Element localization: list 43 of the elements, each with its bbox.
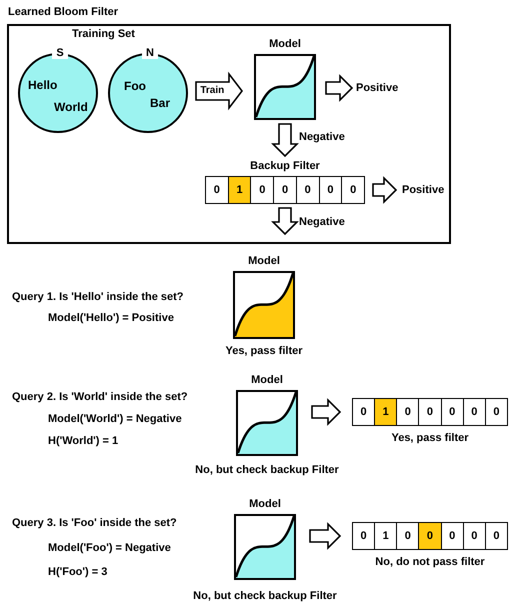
result-caption: Yes, pass filter [390,432,470,444]
result-text: Positive [402,184,444,196]
node-heading: Model [250,374,284,386]
group-heading: Training Set [72,28,135,40]
node-heading: Model [248,498,282,510]
query-text: H('World') = 1 [48,435,118,447]
bit-cell: 0 [418,523,441,549]
result-caption: No, but check backup Filter [194,464,340,476]
set-element: Bar [150,97,170,109]
query-text: Model('Hello') = Positive [48,312,174,324]
result-caption: No, but check backup Filter [192,590,338,602]
bit-cell: 1 [228,177,250,203]
set-letter: N [142,47,158,59]
query-text: Model('Foo') = Negative [48,542,171,554]
result-text: Positive [356,82,398,94]
set-element: Hello [28,79,58,91]
result-caption: Yes, pass filter [224,345,304,357]
query-text: H('Foo') = 3 [48,566,108,578]
query-text: Query 2. Is 'World' inside the set? [12,391,188,403]
block-arrow [309,522,342,550]
block-arrow [271,123,299,158]
block-arrow [311,398,342,426]
query-text: Model('World') = Negative [48,413,182,425]
edge-label: Negative [299,216,345,228]
block-arrow [271,207,299,236]
bit-cell: 0 [396,523,418,549]
bit-cell: 0 [396,399,418,425]
bit-cell: 1 [374,523,396,549]
block-arrow [372,176,398,204]
set-element: Foo [124,80,146,92]
node-heading: Model [268,38,302,50]
set-element: World [54,101,88,113]
diagram-title: Learned Bloom Filter [8,6,118,18]
query-text: Query 3. Is 'Foo' inside the set? [12,517,177,529]
result-caption: No, do not pass filter [374,556,486,568]
bit-cell: 0 [318,177,342,203]
query-text: Query 1. Is 'Hello' inside the set? [12,291,184,303]
edge-label: Negative [299,131,345,143]
set-letter: S [52,47,68,59]
bit-cell: 1 [374,399,396,425]
node-heading: Model [247,255,281,267]
block-arrow [325,74,354,102]
node-heading: Backup Filter [249,160,321,172]
